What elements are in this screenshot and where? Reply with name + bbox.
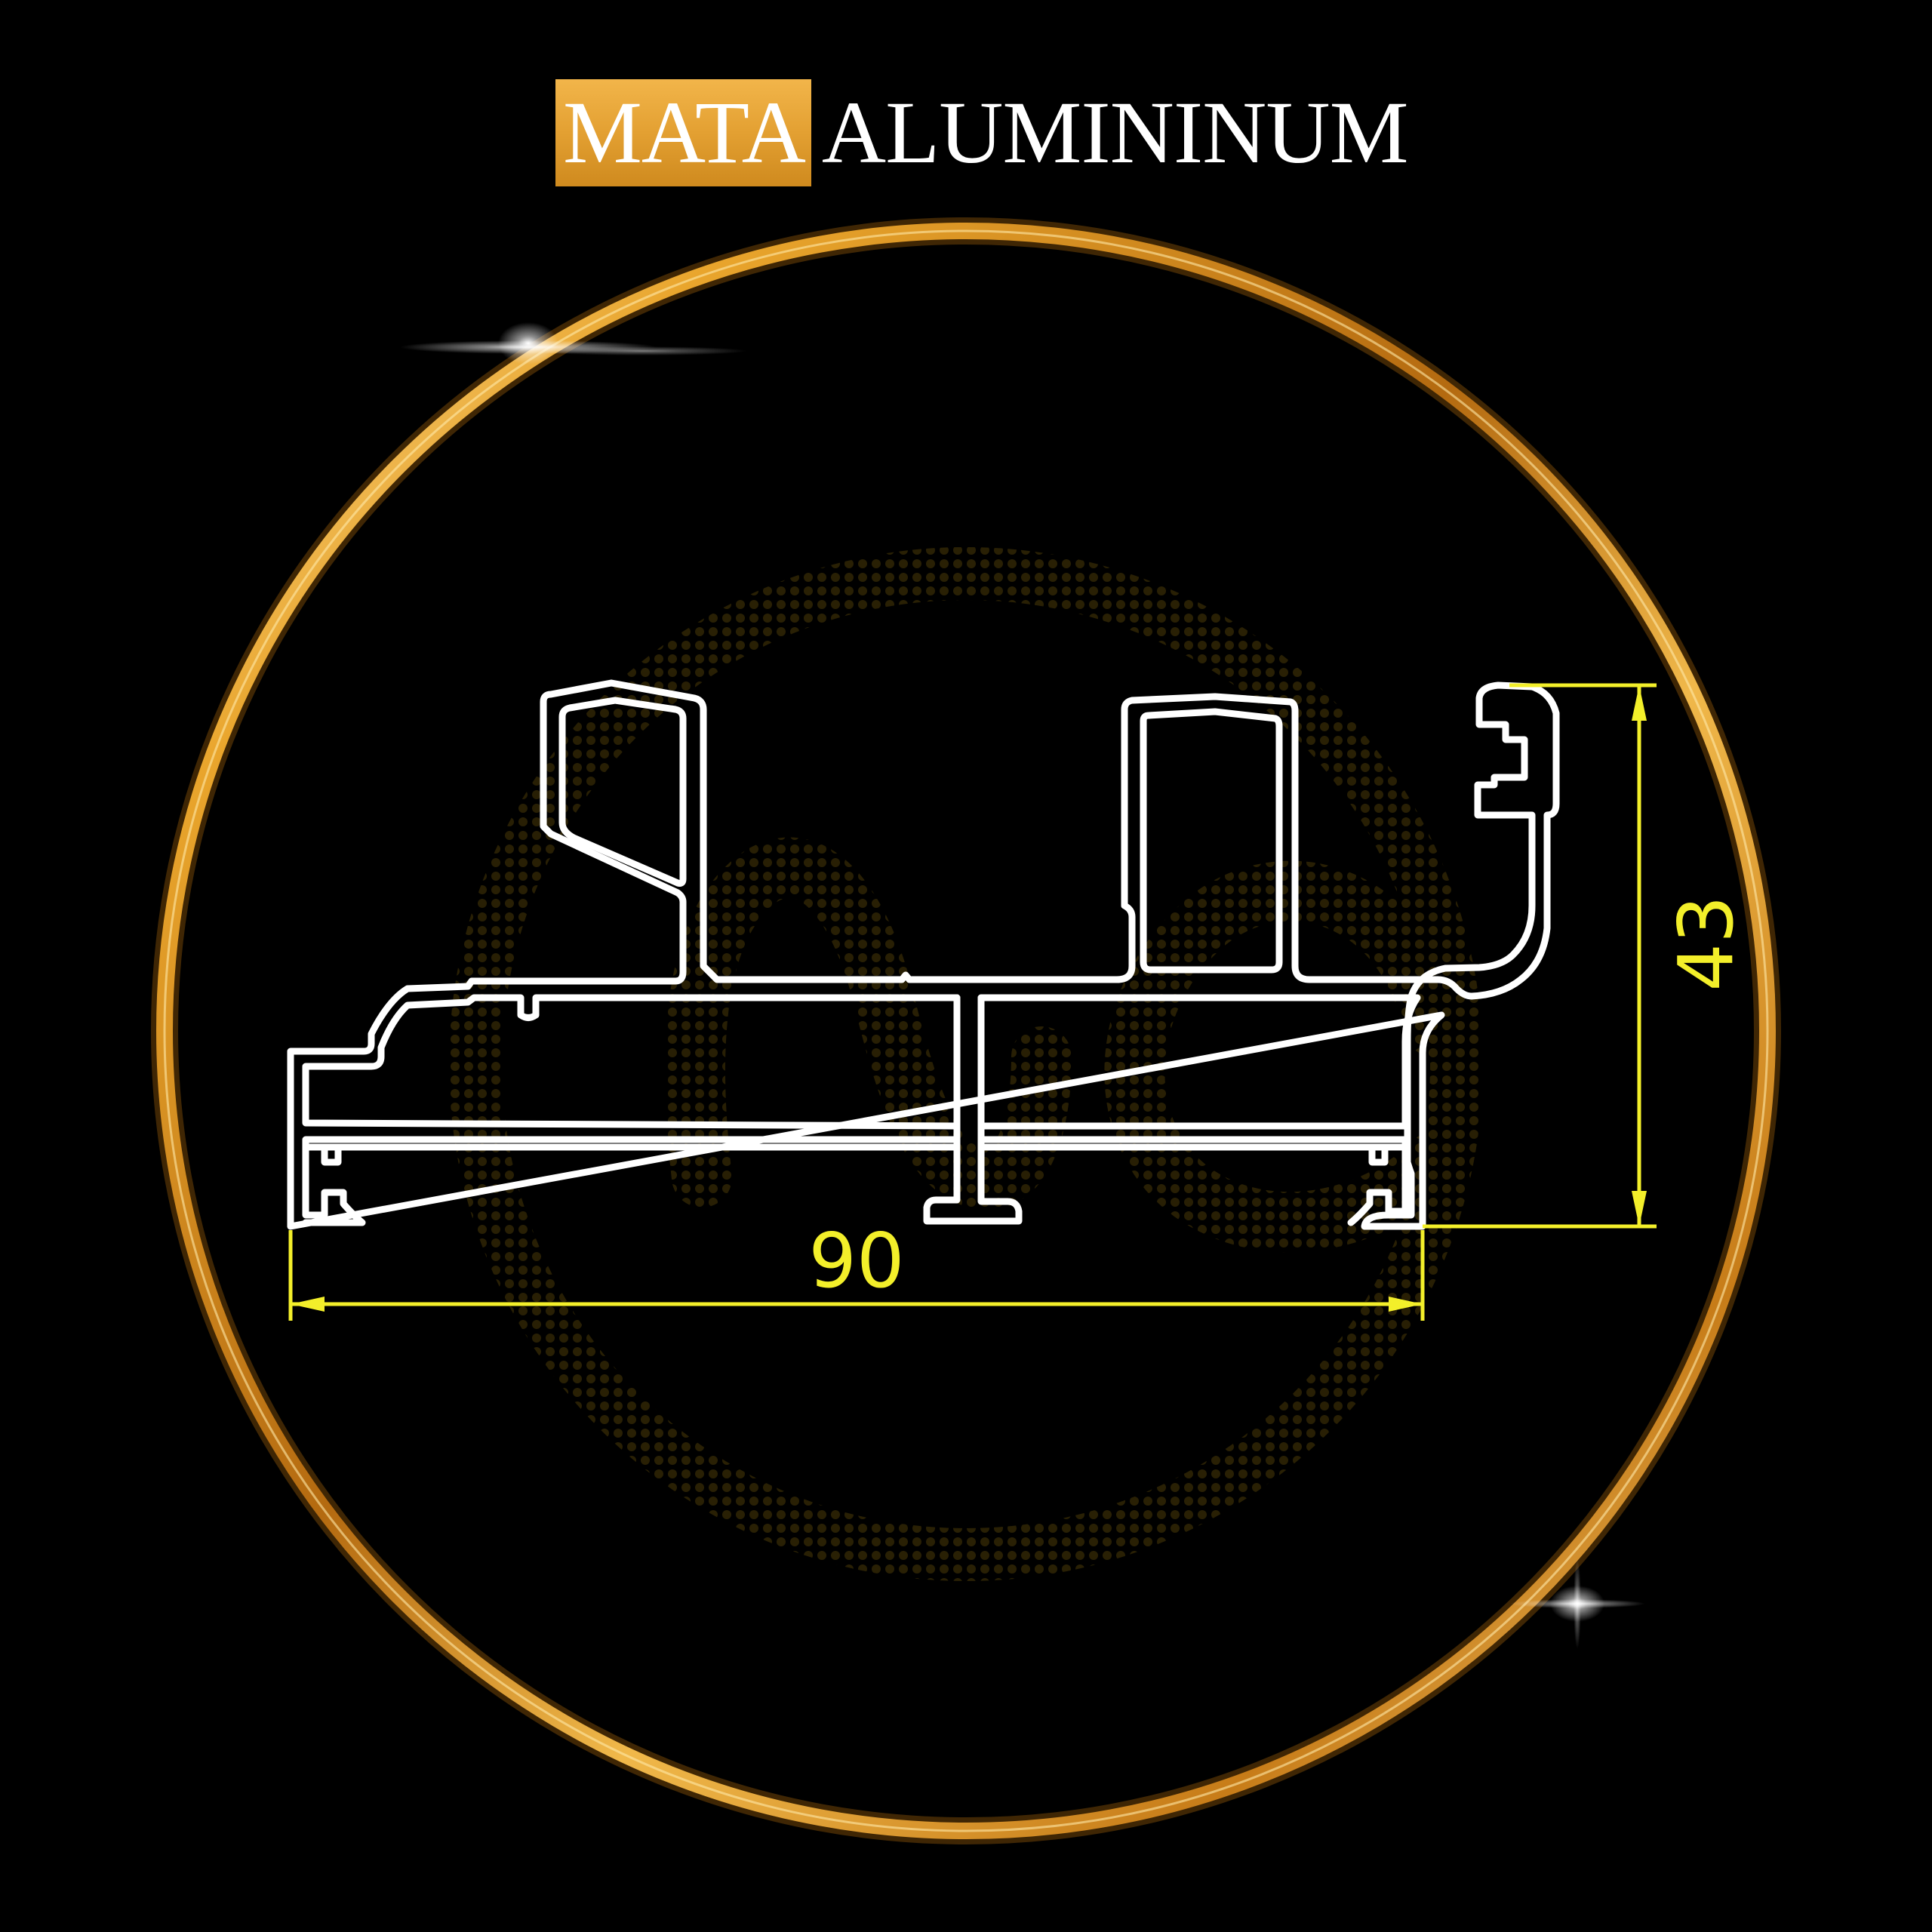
- width-arrow-left: [291, 1297, 325, 1312]
- profile-left-chamber: [302, 994, 961, 1130]
- profile-upper-middle-u: [1140, 708, 1283, 974]
- watermark-ring: [449, 547, 1483, 1581]
- profile-left-tab: [321, 1143, 342, 1166]
- dimension-lines: [288, 683, 1657, 1321]
- brand-logo: MATA ALUMININUM: [555, 79, 1408, 186]
- profile-outer-outline: [287, 679, 1560, 1230]
- profile-central-web: [923, 994, 1023, 1225]
- width-label: 90: [808, 1217, 904, 1305]
- profile-right-chamber: [977, 994, 1421, 1130]
- sparkle-bottom-right: [1509, 1558, 1645, 1649]
- profile-lower-band: [302, 1136, 961, 1151]
- gold-ring: [151, 217, 1781, 1844]
- height-label: 43: [1662, 895, 1750, 991]
- watermark-letter-c: [1104, 860, 1464, 1253]
- brand-highlight: MATA: [555, 79, 811, 186]
- profile-upper-left-hollow: [558, 697, 687, 887]
- sparkle-top-left: [400, 322, 747, 365]
- watermark-monogram: [449, 547, 1483, 1581]
- profile-right-foot: [1347, 1143, 1409, 1226]
- height-arrow-top: [1632, 685, 1647, 721]
- height-arrow-bottom: [1632, 1191, 1647, 1226]
- profile-right-tab: [1368, 1143, 1389, 1166]
- brand-name: ALUMININUM: [821, 83, 1409, 182]
- watermark-letter: [665, 837, 1072, 1210]
- profile-left-foot: [302, 1143, 366, 1226]
- width-arrow-right: [1389, 1297, 1423, 1312]
- profile-section: [287, 679, 1560, 1230]
